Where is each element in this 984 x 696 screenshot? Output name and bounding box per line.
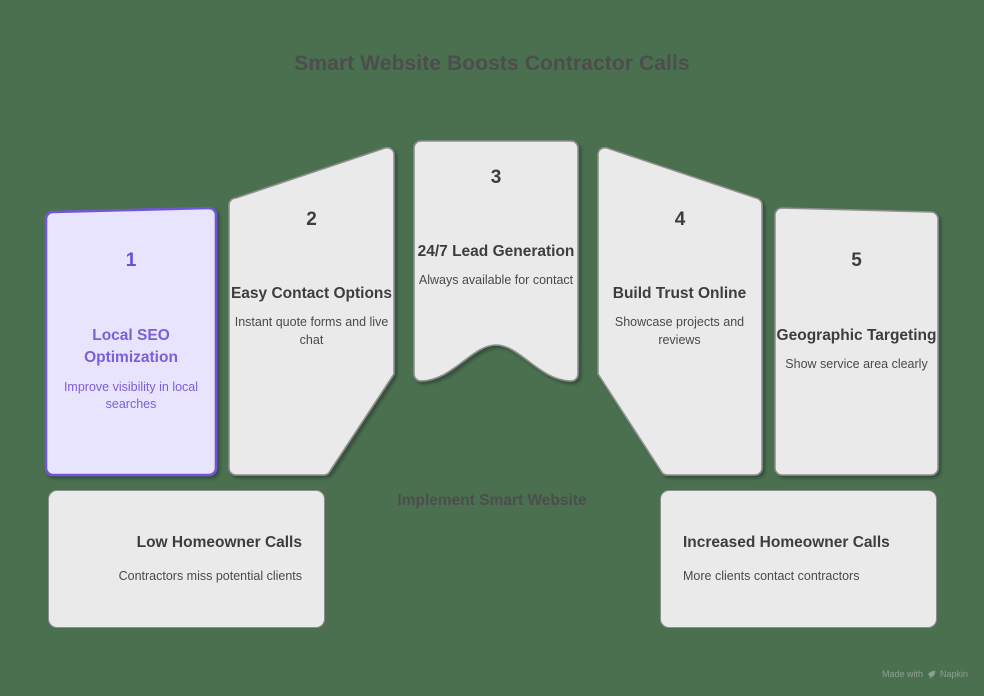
arch-stone-3-heading: 24/7 Lead Generation (417, 243, 575, 260)
outcome-card-after[interactable]: Increased Homeowner Calls More clients c… (660, 490, 937, 628)
arch-stone-4-text: Build Trust Online Showcase projects and… (598, 283, 761, 349)
arch-stone-4-description: Showcase projects and reviews (614, 315, 745, 347)
page-title: Smart Website Boosts Contractor Calls (294, 52, 690, 75)
arch-stone-2-heading: Easy Contact Options (230, 285, 393, 302)
outcome-after-description: More clients contact contractors (683, 568, 860, 583)
arch-stone-4-number: 4 (674, 209, 686, 230)
arch-stone-2-text: Easy Contact Options Instant quote forms… (230, 283, 393, 349)
arch-stone-2-number: 2 (306, 209, 317, 230)
outcome-after-heading: Increased Homeowner Calls (683, 533, 890, 551)
arch-stone-3-text: 24/7 Lead Generation Always available fo… (412, 241, 580, 290)
arch-stone-4-heading: Build Trust Online (612, 285, 747, 302)
watermark: Made with Napkin (882, 669, 968, 679)
arch-stone-5-description: Show service area clearly (785, 357, 928, 372)
arch-stone-5-heading: Geographic Targeting (776, 327, 937, 344)
outcome-card-before[interactable]: Low Homeowner Calls Contractors miss pot… (48, 490, 325, 628)
outcome-before-heading: Low Homeowner Calls (136, 533, 302, 551)
arch-stone-1-description: Improve visibility in local searches (63, 379, 199, 412)
arch-stone-2-description: Instant quote forms and live chat (234, 315, 389, 347)
napkin-leaf-icon (927, 670, 936, 679)
outcome-before-description: Contractors miss potential clients (118, 568, 302, 583)
arch-center-label: Implement Smart Website (397, 492, 587, 509)
arch-stone-3-number: 3 (490, 167, 502, 188)
arch-stone-5-number: 5 (851, 250, 862, 271)
arch-stone-5-text: Geographic Targeting Show service area c… (776, 325, 937, 374)
watermark-brand: Napkin (939, 669, 968, 679)
watermark-prefix: Made with (881, 669, 923, 679)
arch-stone-1-text: Local SEO Optimization Improve visibilit… (48, 325, 214, 414)
arch-stone-1-number: 1 (125, 250, 137, 271)
arch-stone-3-description: Always available for contact (418, 273, 574, 288)
arch-stone-1-heading: Local SEO Optimization (84, 327, 178, 367)
